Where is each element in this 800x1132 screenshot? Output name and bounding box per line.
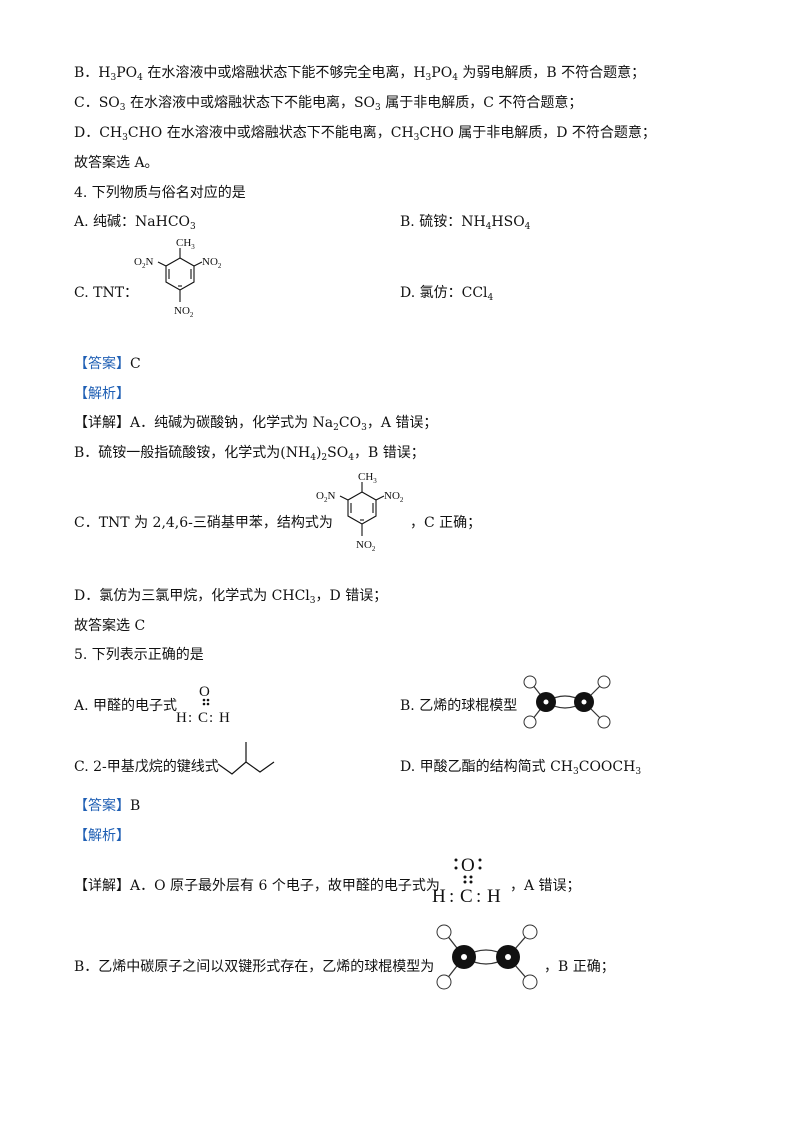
lewis-hydrogen-right: H bbox=[487, 886, 501, 907]
q5-detail-b-text: B．乙烯中碳原子之间以双键形式存在，乙烯的球棍模型为 bbox=[74, 959, 435, 975]
lewis-bond-right: : bbox=[476, 886, 481, 907]
q5-stem: 5. 下列表示正确的是 bbox=[74, 647, 204, 663]
lewis-hydrogen-left: H bbox=[176, 710, 187, 726]
lewis-oxygen: O bbox=[461, 855, 475, 876]
answer-tag: 【答案】 bbox=[74, 356, 130, 372]
q4-option-a: A. 纯碱：NaHCO3 bbox=[74, 214, 196, 232]
q5-detail-a-text: 【详解】A．O 原子最外层有 6 个电子，故甲醛的电子式为 bbox=[74, 878, 440, 894]
ethylene-ball-stick-small bbox=[523, 675, 611, 729]
q4-option-d: D. 氯仿：CCl4 bbox=[400, 285, 494, 303]
q4-detail-b: B．硫铵一般指硫酸铵，化学式为(NH4)2SO4，B 错误； bbox=[74, 445, 425, 463]
tnt-methyl-label: CH3 bbox=[358, 471, 377, 485]
q4-answer: 【答案】C bbox=[74, 356, 141, 372]
lewis-bond-left: : bbox=[449, 886, 454, 907]
lewis-carbon: C bbox=[198, 710, 208, 726]
q4-conclusion: 故答案选 C bbox=[74, 618, 146, 634]
tnt-nitro-right: NO2 bbox=[202, 256, 222, 270]
methylpentane-skeletal bbox=[217, 742, 275, 775]
formaldehyde-lewis-large: O H : C : H bbox=[432, 855, 501, 907]
q5-option-b: B. 乙烯的球棍模型 bbox=[400, 698, 518, 714]
q4-option-c: C. TNT： bbox=[74, 285, 139, 301]
q4-detail-d: D．氯仿为三氯甲烷，化学式为 CHCl3，D 错误； bbox=[74, 588, 388, 606]
q3-option-b-analysis: B．H3PO4 在水溶液中或熔融状态下能不够完全电离，H3PO4 为弱电解质，B… bbox=[74, 65, 646, 83]
q4-option-b: B. 硫铵：NH4HSO4 bbox=[400, 214, 531, 232]
tnt-nitro-bottom: NO2 bbox=[174, 305, 194, 319]
lewis-hydrogen-right: H bbox=[219, 710, 230, 726]
q3-option-c-analysis: C．SO3 在水溶液中或熔融状态下不能电离，SO3 属于非电解质，C 不符合题意… bbox=[74, 95, 583, 113]
q4-detail-c-result: ，C 正确； bbox=[410, 515, 482, 531]
q3-option-d-analysis: D．CH3CHO 在水溶液中或熔融状态下不能电离，CH3CHO 属于非电解质，D… bbox=[74, 125, 656, 143]
tnt-methyl-label: CH3 bbox=[176, 237, 195, 251]
q4-stem: 4. 下列物质与俗名对应的是 bbox=[74, 185, 246, 201]
q4-analysis-tag: 【解析】 bbox=[74, 386, 130, 402]
lewis-hydrogen-left: H bbox=[432, 886, 446, 907]
tnt-structure-detail: CH3 NO2 O2N NO2 bbox=[316, 471, 404, 553]
tnt-nitro-left: O2N bbox=[134, 256, 153, 270]
lewis-bond-right: : bbox=[209, 710, 213, 726]
q4-detail-a: 【详解】A．纯碱为碳酸钠，化学式为 Na2CO3，A 错误； bbox=[74, 415, 438, 433]
answer-tag: 【答案】 bbox=[74, 798, 130, 814]
q3-conclusion: 故答案选 A。 bbox=[74, 155, 159, 171]
lewis-carbon: C bbox=[460, 886, 473, 907]
q5-option-a: A. 甲醛的电子式 bbox=[74, 698, 178, 714]
tnt-nitro-right: NO2 bbox=[384, 490, 404, 504]
q5-analysis-tag: 【解析】 bbox=[74, 828, 130, 844]
tnt-structure-option-c: CH3 NO2 O2N NO2 bbox=[134, 237, 222, 319]
q5-answer: 【答案】B bbox=[74, 798, 141, 814]
lewis-bond-left: : bbox=[188, 710, 192, 726]
q5-detail-a-result: ，A 错误； bbox=[510, 878, 581, 894]
lewis-oxygen: O bbox=[199, 684, 210, 700]
tnt-nitro-left: O2N bbox=[316, 490, 335, 504]
q5-option-c: C. 2-甲基戊烷的键线式 bbox=[74, 759, 219, 775]
q4-detail-c-text: C．TNT 为 2,4,6-三硝基甲苯，结构式为 bbox=[74, 515, 333, 531]
formaldehyde-lewis-small: O H : C : H bbox=[176, 684, 230, 726]
tnt-nitro-bottom: NO2 bbox=[356, 539, 376, 553]
ethylene-ball-stick-large bbox=[436, 924, 538, 990]
q5-option-d: D. 甲酸乙酯的结构简式 CH3COOCH3 bbox=[400, 759, 642, 777]
q5-detail-b-result: ，B 正确； bbox=[544, 959, 615, 975]
